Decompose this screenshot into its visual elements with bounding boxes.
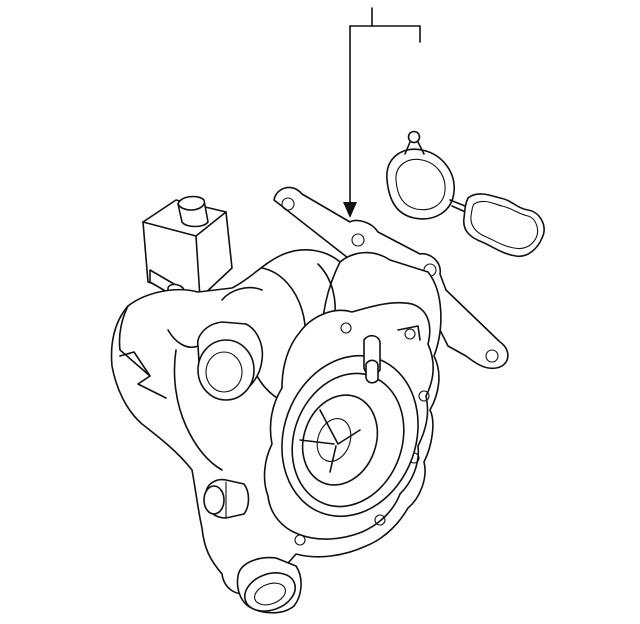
inlet-pipe [197,321,264,401]
water-pump-housing [110,186,509,614]
outlet-pipe [236,556,302,614]
callout-arrow [343,7,421,218]
temperature-sensor-connector [142,195,233,305]
drain-nipple [203,478,250,519]
gasket-seal [386,130,545,258]
drive-pulley [263,301,434,546]
